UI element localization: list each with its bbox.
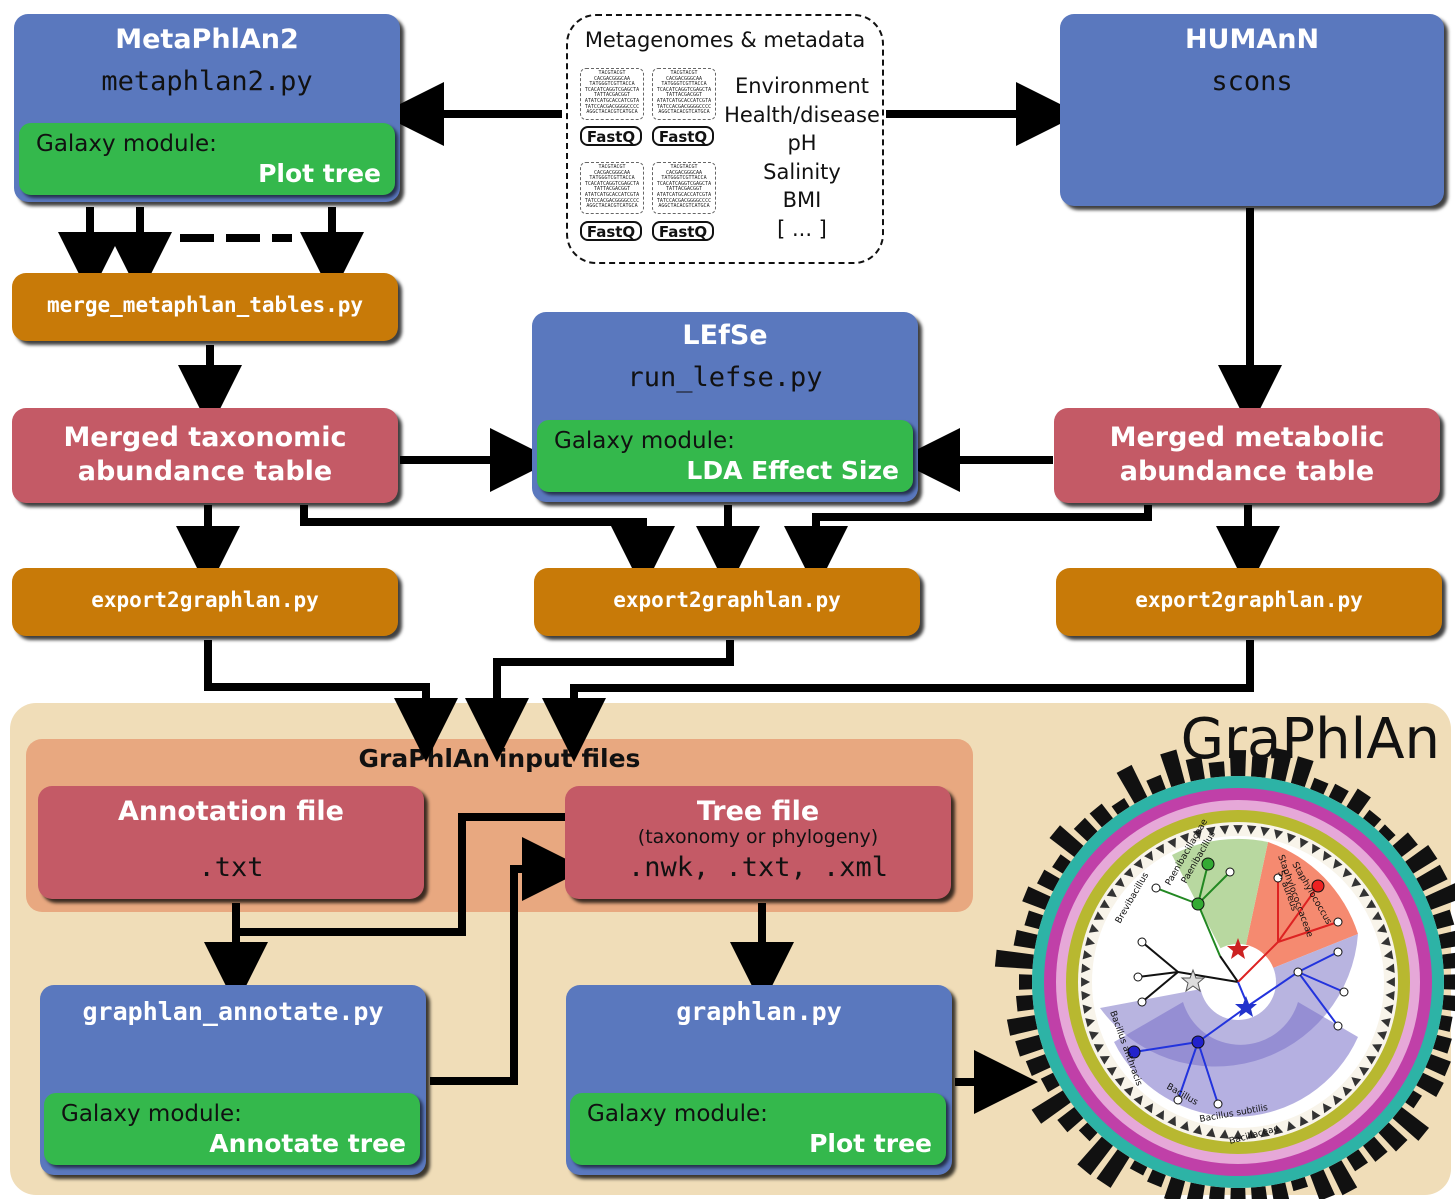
- humann-title: HUMAnN: [1184, 24, 1320, 55]
- merge-tables-box[interactable]: merge_metaphlan_tables.py: [12, 273, 398, 341]
- galaxy-module-label: Galaxy module:: [554, 428, 735, 454]
- galaxy-module-label: Galaxy module:: [36, 131, 217, 157]
- metaphlan-box[interactable]: MetaPhlAn2 metaphlan2.py Galaxy module: …: [14, 14, 400, 202]
- merge-tables-command: merge_metaphlan_tables.py: [46, 293, 364, 317]
- lefse-command: run_lefse.py: [627, 362, 823, 393]
- plot-galaxy-module[interactable]: Galaxy module: Plot tree: [570, 1093, 946, 1165]
- export-left-command: export2graphlan.py: [91, 588, 319, 612]
- galaxy-module-name: Plot tree: [809, 1129, 932, 1158]
- metaphlan-title: MetaPhlAn2: [115, 24, 299, 55]
- lefse-title: LEfSe: [682, 320, 768, 351]
- export-right-command: export2graphlan.py: [1135, 588, 1363, 612]
- annotate-box[interactable]: graphlan_annotate.py Galaxy module: Anno…: [40, 985, 426, 1175]
- plot-command: graphlan.py: [676, 997, 842, 1026]
- arrow-metabolic-to-mid-export: [784, 505, 1152, 590]
- galaxy-module-name: Annotate tree: [209, 1129, 406, 1158]
- metadata-item: Health/disease: [724, 102, 880, 127]
- arrow-annotate-to-tree: [430, 837, 586, 1085]
- annotate-galaxy-module[interactable]: Galaxy module: Annotate tree: [44, 1093, 420, 1165]
- arrow-export-right-to-input: [542, 640, 1254, 762]
- tree-file-box[interactable]: Tree file (taxonomy or phylogeny) .nwk, …: [565, 786, 951, 899]
- export-right-box[interactable]: export2graphlan.py: [1056, 568, 1442, 636]
- metaphlan-galaxy-module[interactable]: Galaxy module: Plot tree: [19, 123, 395, 195]
- merged-metabolic-line1: Merged metabolic: [1109, 422, 1385, 453]
- arrow-tree-to-annotate: [236, 813, 565, 936]
- annotation-file-box[interactable]: Annotation file .txt: [38, 786, 424, 899]
- merged-metabolic-box[interactable]: Merged metabolic abundance table: [1054, 408, 1440, 503]
- plot-box[interactable]: graphlan.py Galaxy module: Plot tree: [566, 985, 952, 1175]
- metadata-item: Salinity: [763, 159, 841, 184]
- metaphlan-command: metaphlan2.py: [101, 66, 313, 97]
- export-middle-command: export2graphlan.py: [613, 588, 841, 612]
- galaxy-module-name: LDA Effect Size: [686, 456, 899, 485]
- metagenomes-title: Metagenomes & metadata: [584, 28, 866, 52]
- metadata-list: Environment Health/disease pH Salinity B…: [722, 72, 882, 243]
- arrow-export-left-to-input: [204, 640, 458, 762]
- tree-file-ext: .nwk, .txt, .xml: [627, 852, 889, 883]
- lefse-galaxy-module[interactable]: Galaxy module: LDA Effect Size: [537, 420, 913, 492]
- metadata-item: pH: [787, 131, 817, 155]
- merged-taxonomic-box[interactable]: Merged taxonomic abundance table: [12, 408, 398, 503]
- metadata-item: [ ... ]: [777, 216, 827, 241]
- humann-box[interactable]: HUMAnN scons: [1060, 14, 1444, 206]
- galaxy-module-name: Plot tree: [258, 159, 381, 188]
- tree-file-subtitle: (taxonomy or phylogeny): [637, 826, 879, 848]
- export-left-box[interactable]: export2graphlan.py: [12, 568, 398, 636]
- annotation-file-ext: .txt: [198, 852, 264, 883]
- lefse-box[interactable]: LEfSe run_lefse.py Galaxy module: LDA Ef…: [532, 312, 918, 502]
- metadata-item: Environment: [734, 74, 870, 98]
- metadata-item: BMI: [782, 188, 822, 212]
- merged-taxonomic-line1: Merged taxonomic: [63, 422, 347, 453]
- fastq-label-4: FastQ: [652, 221, 714, 241]
- arrow-export-mid-to-input: [465, 640, 734, 762]
- annotate-command: graphlan_annotate.py: [82, 997, 384, 1026]
- fastq-label-3: FastQ: [580, 221, 642, 241]
- fastq-label-2: FastQ: [652, 126, 714, 146]
- humann-command: scons: [1211, 66, 1293, 97]
- arrow-taxonomic-to-mid-export: [300, 505, 675, 590]
- galaxy-module-label: Galaxy module:: [61, 1101, 242, 1127]
- merged-taxonomic-line2: abundance table: [77, 456, 333, 487]
- export-middle-box[interactable]: export2graphlan.py: [534, 568, 920, 636]
- merged-metabolic-line2: abundance table: [1119, 456, 1375, 487]
- tree-file-title: Tree file: [696, 796, 820, 827]
- fastq-label-1: FastQ: [580, 126, 642, 146]
- galaxy-module-label: Galaxy module:: [587, 1101, 768, 1127]
- annotation-file-title: Annotation file: [118, 796, 344, 827]
